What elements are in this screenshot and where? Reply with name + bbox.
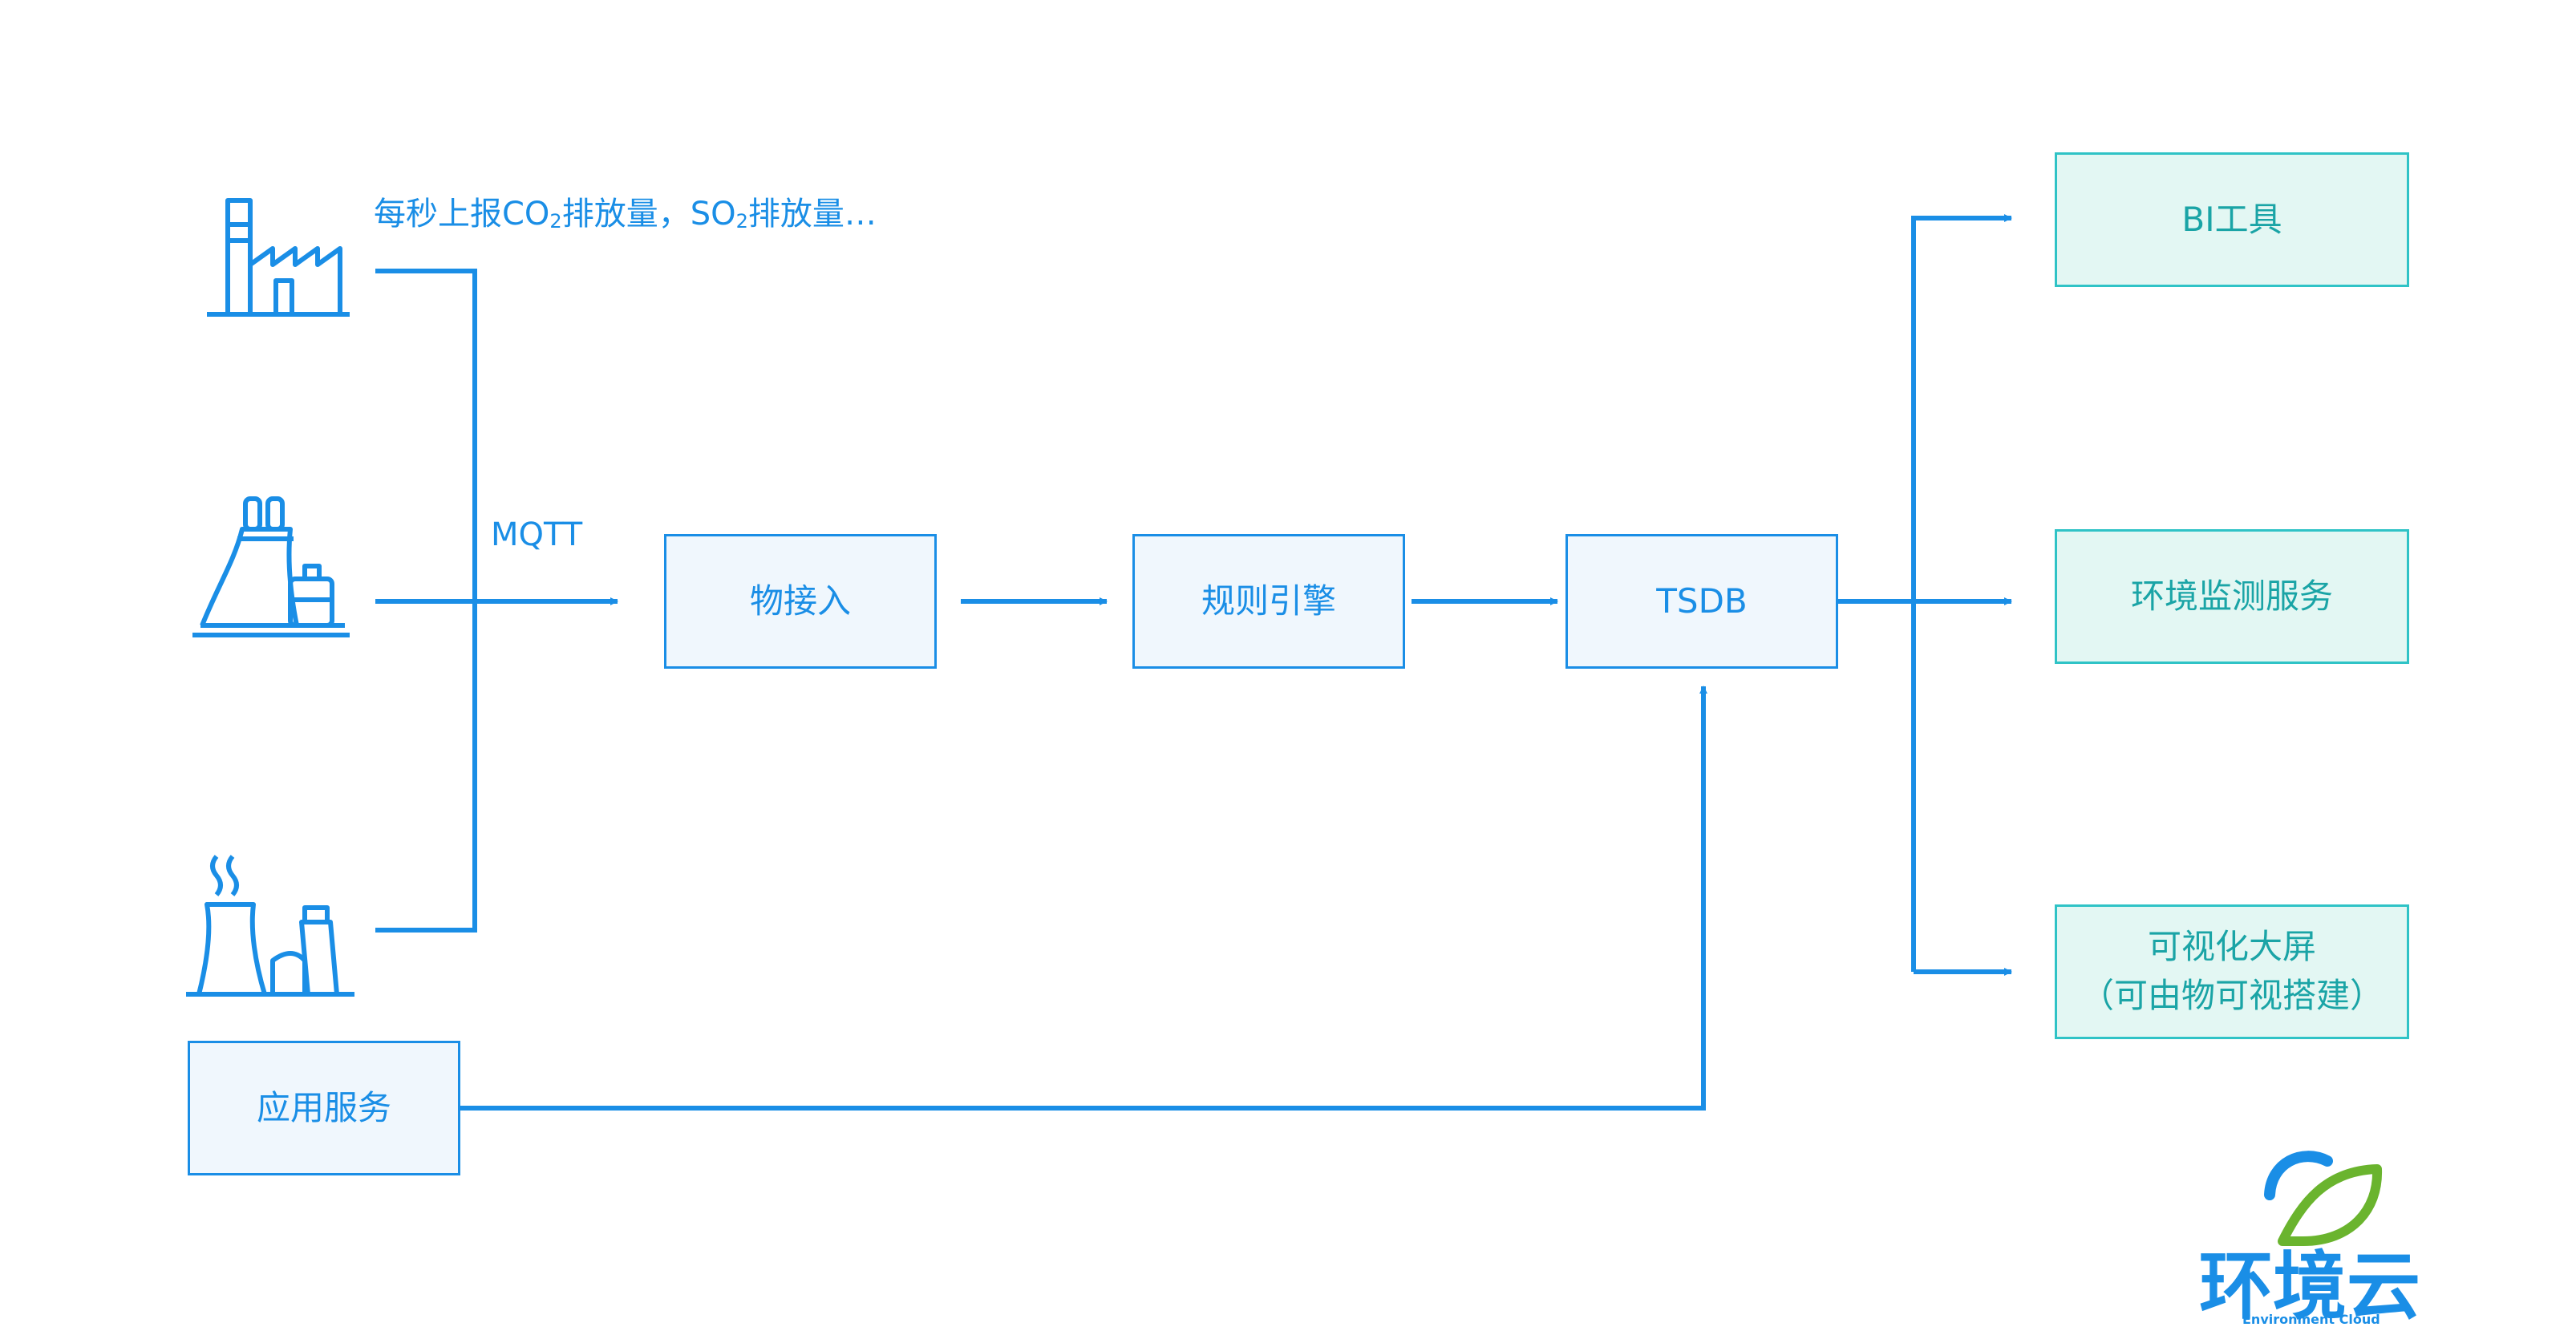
bi-tool-box: BI工具 [2055, 152, 2409, 287]
annotation-prefix: 每秒上报CO [374, 196, 550, 233]
rule-engine-label: 规则引擎 [1201, 581, 1336, 621]
emission-annotation: 每秒上报CO2排放量，SO2排放量… [374, 188, 877, 234]
env-monitoring-box: 环境监测服务 [2055, 529, 2409, 664]
logo-subtitle: Environment Cloud [2242, 1312, 2380, 1327]
env-monitoring-label: 环境监测服务 [2130, 576, 2333, 616]
dashboard-label: 可视化大屏 （可由物可视搭建） [2080, 927, 2384, 1015]
annotation-suffix: 排放量… [747, 196, 877, 233]
iot-access-box: 物接入 [664, 534, 937, 669]
factory-icon [207, 198, 350, 317]
logo-name: 环境云 [2199, 1244, 2420, 1321]
tsdb-label: TSDB [1656, 581, 1748, 621]
dashboard-box: 可视化大屏 （可由物可视搭建） [2055, 904, 2409, 1039]
annotation-middle: 排放量，SO [561, 196, 736, 233]
app-service-box: 应用服务 [188, 1041, 460, 1175]
app-service-label: 应用服务 [256, 1087, 391, 1127]
protocol-label: MQTT [491, 516, 583, 553]
logo-leaf-icon [2278, 1164, 2383, 1246]
logo: 环境云 [2199, 1151, 2420, 1321]
bi-tool-label: BI工具 [2181, 199, 2282, 239]
source-connectors [375, 269, 618, 933]
cooling-tower-icon [186, 855, 354, 997]
annotation-sub2: 2 [735, 210, 748, 233]
tsdb-box: TSDB [1565, 534, 1838, 669]
power-plant-icon [192, 496, 350, 637]
logo-swirl-icon [2264, 1151, 2333, 1200]
output-connectors [1837, 214, 2012, 976]
iot-access-label: 物接入 [749, 581, 851, 621]
annotation-sub1: 2 [549, 210, 562, 233]
rule-engine-box: 规则引擎 [1132, 534, 1405, 669]
arrow-app-to-tsdb [459, 686, 1707, 1111]
